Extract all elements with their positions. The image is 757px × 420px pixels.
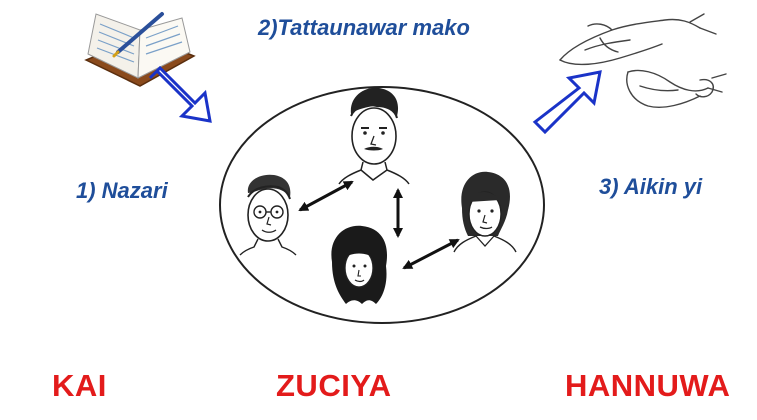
- connection-arrows: [298, 180, 460, 270]
- arrow-man-glasses: [298, 180, 354, 212]
- bottom-word-center: ZUCIYA: [276, 368, 392, 403]
- man-with-glasses-face-icon: [239, 174, 297, 256]
- arrow-down-right-icon: [148, 65, 212, 123]
- arrow-girl-woman: [402, 238, 460, 270]
- woman-face-icon: [453, 171, 517, 253]
- group-circle: [219, 86, 545, 324]
- step-2-label: 2)Tattaunawar mako: [258, 15, 470, 40]
- bottom-word-left: KAI: [52, 368, 107, 403]
- pen-icon: [112, 12, 164, 58]
- bottom-word-right: HANNUWA: [565, 368, 731, 403]
- step-3-label: 3) Aikin yi: [599, 174, 703, 199]
- step-1-label: 1) Nazari: [76, 178, 168, 203]
- girl-face-icon: [331, 225, 387, 304]
- arrow-up-right-icon: [532, 70, 602, 135]
- open-hands-icon: [559, 13, 727, 108]
- man-face-icon: [338, 87, 410, 185]
- open-book-icon: [84, 12, 196, 87]
